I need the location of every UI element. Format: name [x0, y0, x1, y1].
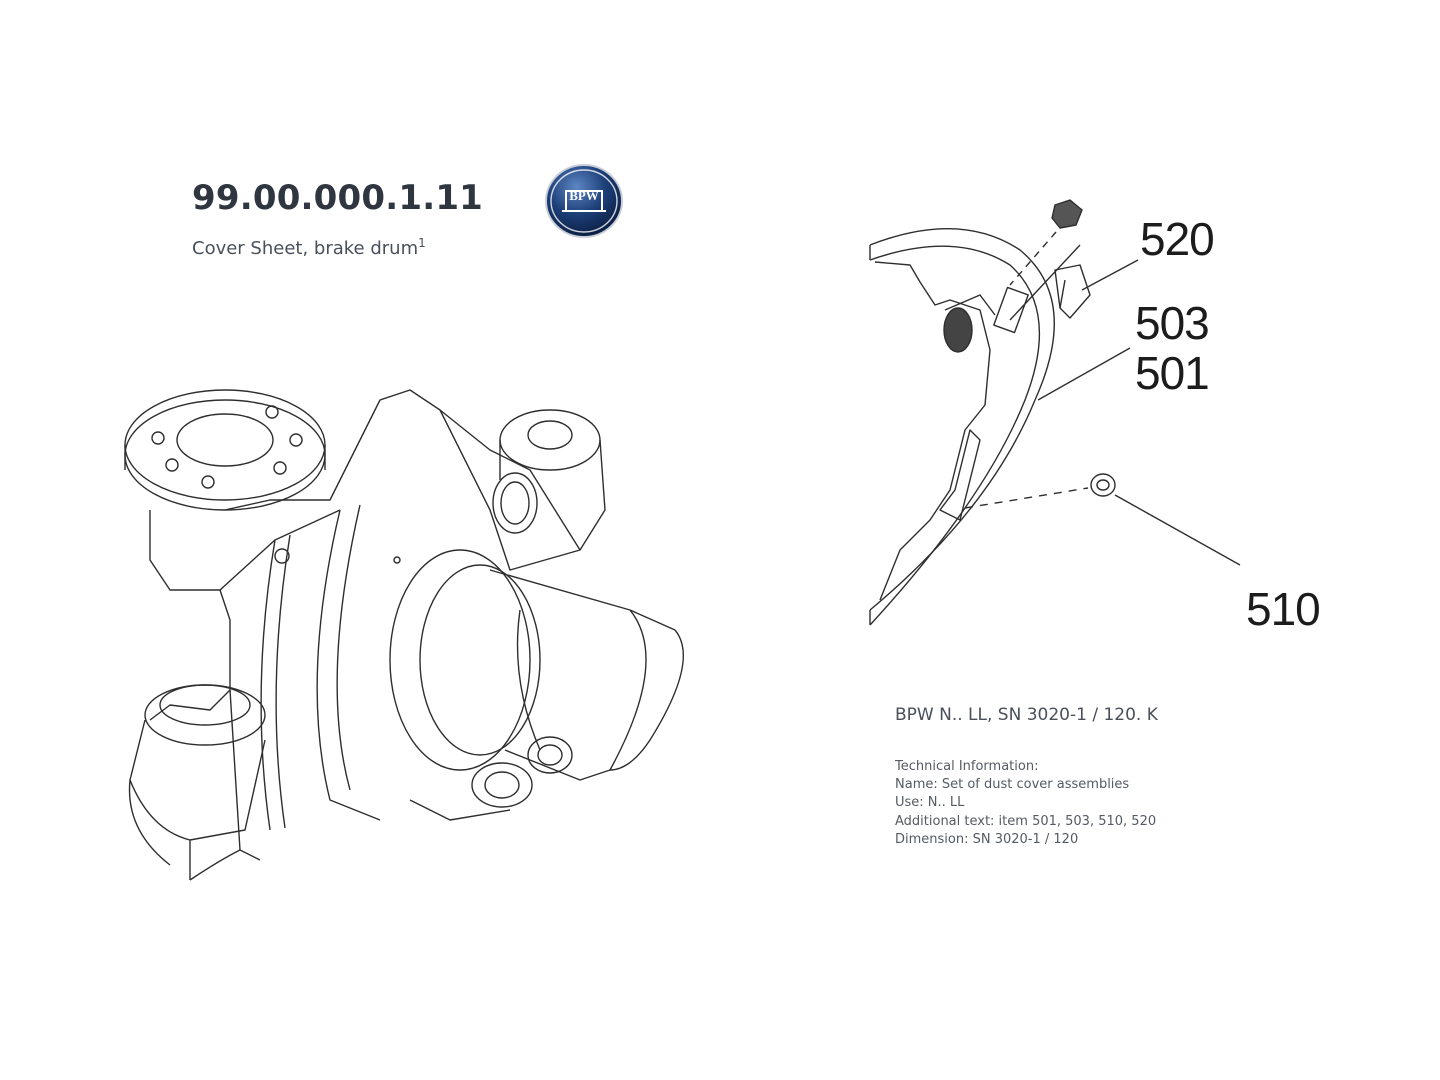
tech-name: Name: Set of dust cover assemblies	[895, 777, 1130, 793]
tech-heading: Technical Information:	[895, 759, 1039, 774]
dust-cover-drawing	[869, 199, 1241, 626]
axle-stub-drawing	[124, 389, 685, 881]
part-subtitle: Cover Sheet, brake drum1	[192, 236, 426, 259]
callout-501: 501	[1135, 347, 1210, 399]
model-title: BPW N.. LL, SN 3020-1 / 120. K	[895, 705, 1158, 725]
technical-info: Technical Information: Name: Set of dust…	[895, 758, 1195, 849]
part-number: 99.00.000.1.11	[192, 178, 484, 218]
callout-510: 510	[1246, 583, 1321, 635]
logo-text: BPW	[569, 188, 599, 203]
tech-use: Use: N.. LL	[895, 795, 965, 811]
callout-520: 520	[1140, 213, 1215, 265]
tech-additional: Additional text: item 501, 503, 510, 520	[895, 813, 1157, 829]
tech-dimension: Dimension: SN 3020-1 / 120	[895, 831, 1079, 847]
footnote-marker: 1	[418, 236, 426, 250]
bpw-logo: BPW	[545, 164, 623, 238]
callout-503: 503	[1135, 297, 1210, 349]
